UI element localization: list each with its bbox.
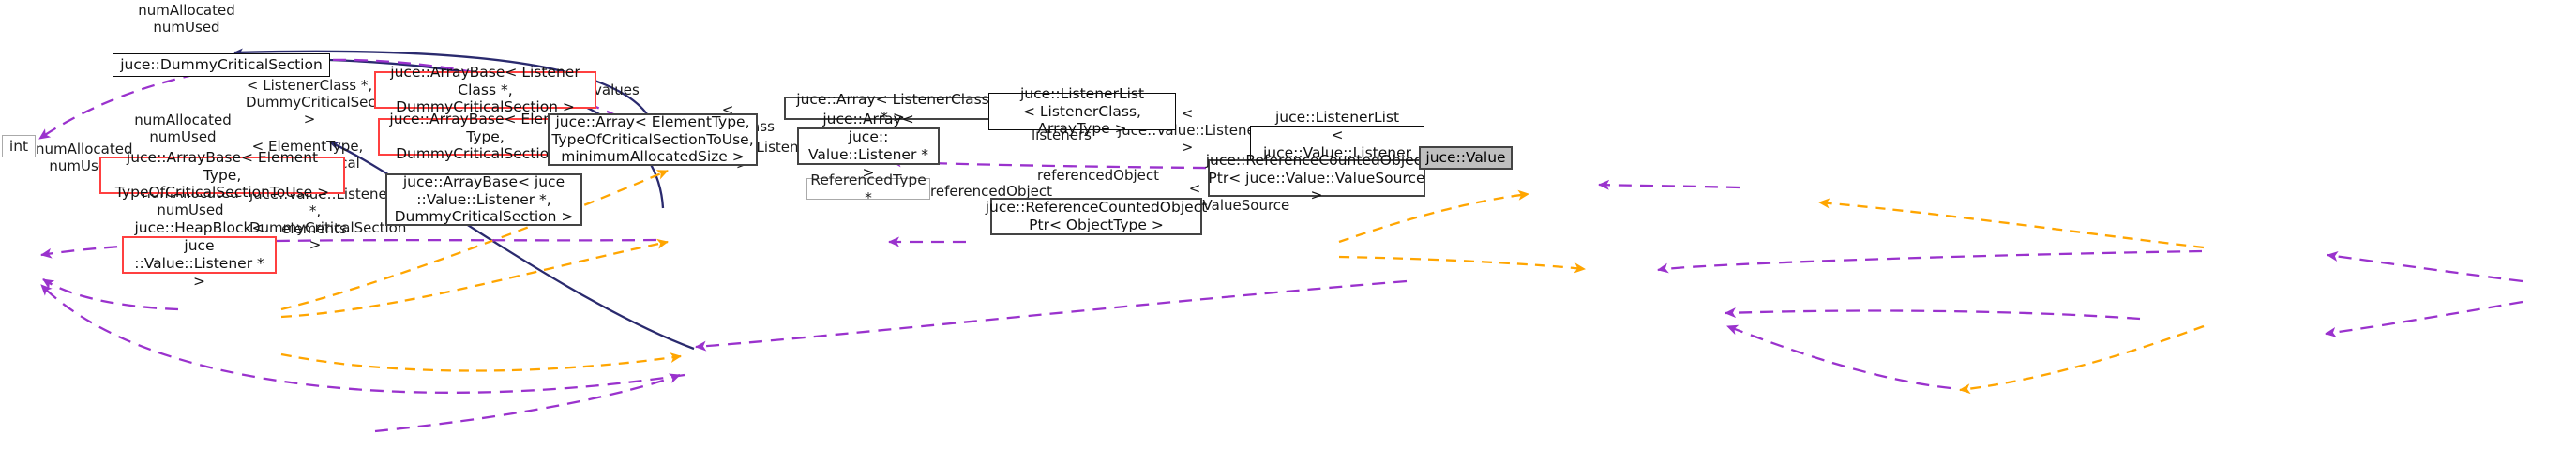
node-arraybase-value-listener[interactable]: juce::ArrayBase< juce ::Value::Listener … (385, 173, 582, 226)
edge-tmpl-abtocs-to-abvaluelistener (280, 352, 682, 372)
edge-usage-int-to-abelemdummy (40, 238, 657, 259)
edge-usage-referencedtype-to-rcop-valuesource (1725, 307, 2141, 321)
edge-tmpl-ll-listenerclass-to-ll-valuelistener (1818, 198, 2205, 249)
edge-usage-arrayvaluelistener-to-abvaluelistener (695, 279, 1408, 352)
edge-usage-ll-listenerclass-to-arraylistenerclass (1598, 179, 1740, 190)
node-rcop-objecttype[interactable]: juce::ReferenceCountedObject Ptr< Object… (985, 198, 1208, 235)
edge-usage-value-to-rcop-valuesource (2325, 300, 2523, 337)
node-array-listenerclass[interactable]: juce::Array< ListenerClass * > (784, 91, 1002, 126)
node-listenerlist-value-listener[interactable]: juce::ListenerList < juce::Value::Listen… (1250, 109, 1424, 179)
edge-usage-value-to-ll-valuelistener (2327, 251, 2523, 283)
edge-tmpl-arrayelem-to-arraylistenerclass (1338, 189, 1529, 244)
node-juce-value[interactable]: juce::Value (1419, 146, 1513, 170)
node-referencedtype[interactable]: ReferencedType * (806, 172, 930, 206)
node-arraybase-listenerclass[interactable]: juce::ArrayBase< Listener Class *, Dummy… (374, 64, 596, 115)
edge-tmpl-arrayelem-to-arrayvaluelistener (1338, 255, 1586, 274)
edge-tmpl-abtocs-to-abelemdummy (280, 238, 669, 319)
node-heapblock-value-listener[interactable]: juce::HeapBlock< juce ::Value::Listener … (122, 219, 277, 290)
edge-usage-referencedtype-to-rcop-objecttype (1726, 324, 1951, 390)
node-array-value-listener[interactable]: juce::Array< juce:: Value::Listener * > (797, 111, 940, 181)
node-int[interactable]: int (2, 135, 36, 157)
edge-usage-int-to-abtocs (42, 278, 179, 311)
edge-usage-int-to-abvaluelistener (40, 284, 685, 394)
template-edges (280, 169, 2205, 395)
edge-tmpl-abtocs-to-ablistenerclass (280, 169, 669, 311)
node-arraybase-elementtype-tocs[interactable]: juce::ArrayBase< Element Type, TypeOfCri… (99, 149, 345, 201)
node-listenerlist-listenerclass[interactable]: juce::ListenerList < ListenerClass, Arra… (988, 85, 1176, 137)
node-array-elementtype[interactable]: juce::Array< ElementType, TypeOfCritical… (548, 113, 758, 166)
edge-usage-heapblock-to-abvaluelistener (374, 373, 681, 433)
node-juce-dummycriticalsection[interactable]: juce::DummyCriticalSection (113, 53, 330, 77)
node-rcop-valuesource[interactable]: juce::ReferenceCountedObject Ptr< juce::… (1205, 151, 1428, 204)
edge-arraybase-value-listener-to-dummycs (329, 141, 695, 351)
edge-tmpl-rcop-objecttype-to-rcop-valuesource (1959, 324, 2205, 395)
edge-usage-ll-valuelistener-to-arrayvaluelistener (1657, 249, 2203, 274)
edge-usage-int-to-ablistenerclass (38, 58, 676, 149)
